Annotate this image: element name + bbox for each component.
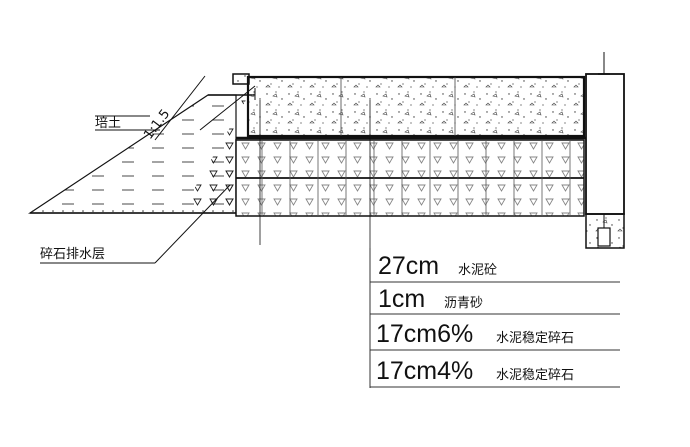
pavement-layers bbox=[235, 75, 604, 250]
layer-2-thickness: 1cm bbox=[378, 285, 425, 313]
layer-3-material: 水泥稳定碎石 bbox=[496, 330, 574, 346]
leader-lines bbox=[40, 129, 231, 264]
layer-table bbox=[369, 248, 620, 388]
layer-4-material: 水泥稳定碎石 bbox=[496, 367, 574, 383]
fill-soil-label: 培土 bbox=[95, 115, 121, 131]
gravel-drain-label: 碎石排水层 bbox=[40, 247, 105, 262]
layer-1-material: 水泥砼 bbox=[458, 263, 497, 278]
layer-4-thickness: 17cm4% bbox=[376, 357, 473, 385]
layer-3-thickness: 17cm6% bbox=[376, 320, 473, 348]
embankment-fill bbox=[28, 73, 256, 214]
layer-2-material: 沥青砂 bbox=[444, 296, 483, 311]
layer-1-thickness: 27cm bbox=[378, 252, 439, 280]
curb-beam bbox=[585, 52, 625, 249]
